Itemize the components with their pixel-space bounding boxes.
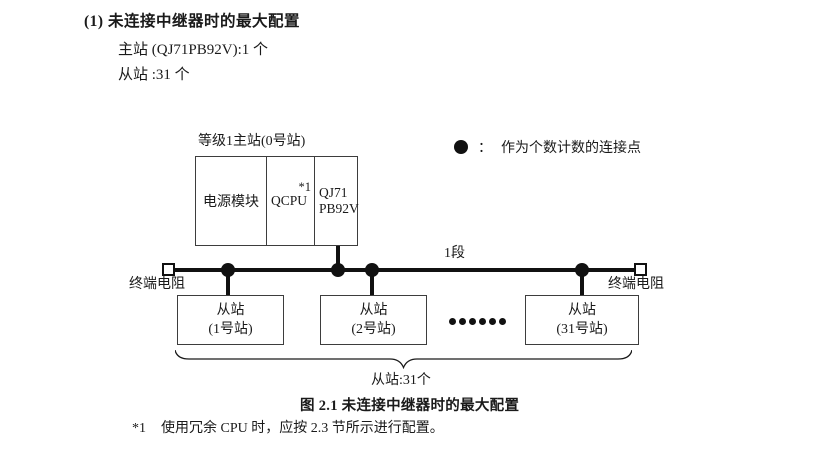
connection-dot-slave1 [221, 263, 235, 277]
cpu-footnote-ref: *1 [298, 180, 312, 194]
master-drop-line [336, 246, 340, 269]
slave2-line1: 从站 [359, 303, 388, 318]
footnote-text: 使用冗余 CPU 时，应按 2.3 节所示进行配置。 [161, 421, 444, 436]
segment-label: 1段 [444, 246, 465, 261]
slave2-box: 从站 (2号站) [320, 295, 427, 345]
cpu-cell: QCPU *1 [266, 157, 314, 245]
legend: ： 作为个数计数的连接点 [454, 137, 641, 157]
footnote-marker: *1 [132, 421, 146, 436]
slave1-line2: (1号站) [208, 322, 253, 337]
pb92v-label-line1: QJ71 [319, 185, 348, 200]
brace-icon [175, 350, 632, 369]
terminator-left-label: 终端电阻 [129, 277, 185, 292]
figure-caption: 图 2.1 未连接中继器时的最大配置 [300, 398, 520, 414]
master-count-line: 主站 (QJ71PB92V):1 个 [118, 42, 269, 58]
connection-dot-slave2 [365, 263, 379, 277]
slave31-box: 从站 (31号站) [525, 295, 639, 345]
connection-point-icon [454, 140, 468, 154]
pb92v-label-line2: PB92V [319, 201, 359, 216]
pb92v-cell: QJ71 PB92V [314, 157, 359, 245]
terminator-right-icon [634, 263, 647, 276]
legend-separator: ： [478, 141, 492, 156]
ellipsis-dots-icon [449, 318, 506, 325]
master-station-label: 等级1主站(0号站) [198, 134, 306, 149]
slave31-line1: 从站 [568, 303, 596, 318]
connection-dot-master [331, 263, 345, 277]
legend-text: 作为个数计数的连接点 [501, 141, 641, 156]
slave-count-line: 从站 :31 个 [118, 67, 190, 83]
slave1-box: 从站 (1号站) [177, 295, 284, 345]
slave1-drop-line [226, 272, 230, 295]
bus-line [174, 268, 635, 272]
slave2-line2: (2号站) [351, 322, 396, 337]
footnote: *1 使用冗余 CPU 时，应按 2.3 节所示进行配置。 [132, 421, 444, 437]
terminator-right-label: 终端电阻 [608, 277, 664, 292]
brace-label: 从站:31个 [371, 373, 431, 388]
master-station-box: 电源模块 QCPU *1 QJ71 PB92V [195, 156, 359, 246]
connection-dot-slave31 [575, 263, 589, 277]
cpu-label: QCPU [271, 193, 308, 208]
section-title: (1) 未连接中继器时的最大配置 [84, 13, 300, 30]
slave31-line2: (31号站) [556, 322, 608, 337]
slave1-line1: 从站 [216, 303, 245, 318]
power-module-cell: 电源模块 [203, 195, 259, 210]
terminator-left-icon [162, 263, 175, 276]
slave2-drop-line [370, 272, 374, 295]
slave31-drop-line [580, 272, 584, 295]
